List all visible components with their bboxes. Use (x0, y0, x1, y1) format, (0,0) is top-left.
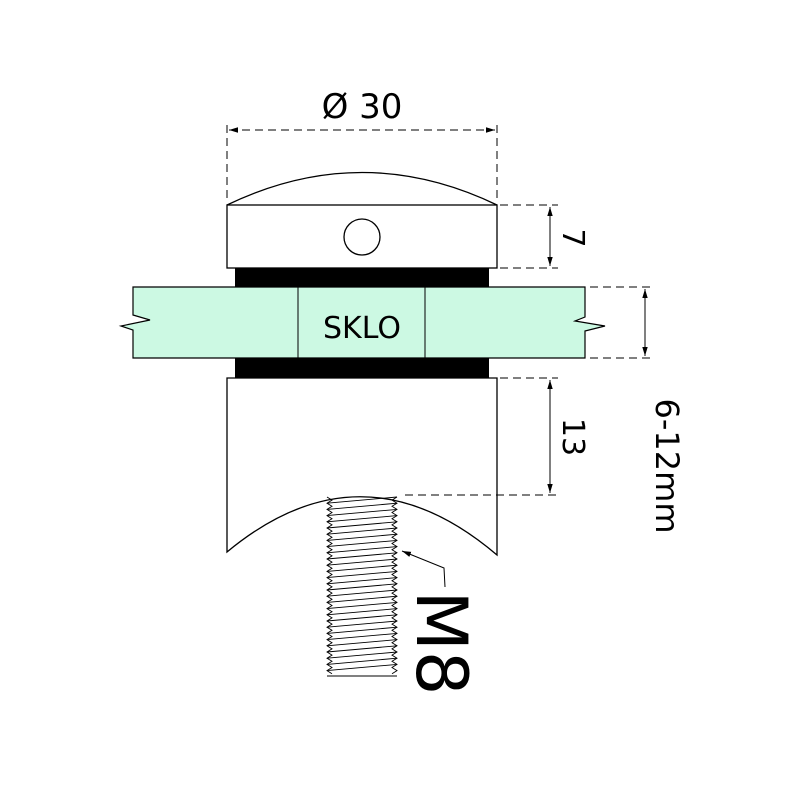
thread-crest (326, 558, 398, 566)
thread-flank (391, 496, 398, 675)
thread-crest (326, 496, 398, 504)
thread-crest (326, 583, 398, 591)
thread-crest (326, 552, 398, 560)
glass-panel (118, 286, 606, 359)
thread-crest (326, 533, 398, 541)
thread-crest (326, 614, 398, 622)
cap-height-dimension (500, 204, 558, 269)
thread-crest (326, 515, 398, 523)
thread-crest (326, 570, 398, 579)
thread-crest (326, 657, 398, 665)
body-height-dimension (405, 377, 558, 496)
thread-crest (326, 577, 398, 585)
set-screw-hole-icon (343, 218, 381, 256)
thread-crest (326, 521, 398, 529)
thread-crest (326, 608, 398, 616)
thread-label: M8 (400, 591, 482, 696)
glass-thickness-label: 6-12mm (648, 399, 686, 534)
thread-crest (326, 539, 398, 548)
threaded-rod (326, 496, 398, 677)
lower-gasket (235, 358, 489, 378)
thread-crest (326, 651, 398, 659)
cap (226, 171, 498, 269)
thread-crest (326, 589, 398, 597)
cap-height-label: 7 (555, 228, 590, 247)
thread-crest (326, 527, 398, 535)
lower-body (226, 377, 498, 557)
thread-crest (326, 546, 398, 554)
thread-crest (326, 663, 398, 672)
body-height-label: 13 (555, 418, 590, 456)
glass-label: SKLO (323, 311, 401, 346)
thread-crest (326, 639, 398, 647)
thread-crest (326, 626, 398, 634)
thread-crest (326, 564, 398, 572)
thread-crest (326, 620, 398, 628)
thread-crest (326, 508, 398, 517)
thread-crest (326, 502, 398, 510)
thread-flank (326, 496, 333, 675)
glass-thickness-dimension (590, 286, 652, 359)
thread-crest (326, 632, 398, 641)
thread-crest (326, 645, 398, 653)
upper-gasket (235, 268, 489, 287)
thread-crest (326, 595, 398, 603)
diameter-label: Ø 30 (322, 87, 403, 127)
diameter-dimension (226, 125, 498, 200)
thread-crest (326, 601, 398, 610)
thread-leader (401, 550, 446, 588)
